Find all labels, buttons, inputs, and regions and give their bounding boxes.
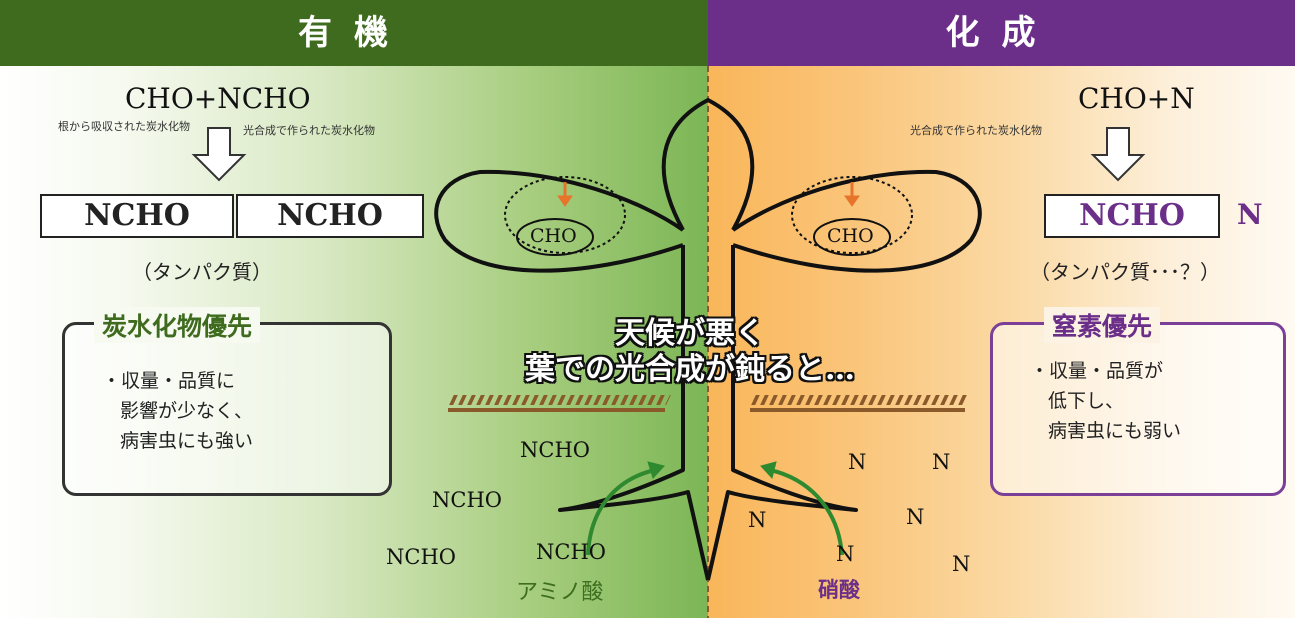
- soil-n-label: N: [906, 505, 925, 529]
- right-panel: [990, 322, 1286, 496]
- left-note-photosynthesis: 光合成で作られた炭水化物: [243, 124, 375, 137]
- amino-acid-label: アミノ酸: [516, 580, 604, 605]
- soil-left: [448, 395, 671, 412]
- right-panel-line-3: 病害虫にも弱い: [1048, 420, 1182, 442]
- soil-n-label: N: [836, 542, 855, 566]
- right-panel-line-1: ・収量・品質が: [1030, 360, 1164, 382]
- right-extra-n: N: [1237, 198, 1263, 231]
- down-arrow-right: [1090, 127, 1146, 182]
- left-ncho-box-2: NCHO: [236, 194, 424, 238]
- right-ncho-box: NCHO: [1044, 194, 1220, 238]
- soil-ncho-label: NCHO: [432, 488, 502, 512]
- soil-n-label: N: [932, 450, 951, 474]
- left-panel-line-1: ・収量・品質に: [102, 370, 236, 392]
- uptake-arrow-left: [586, 461, 665, 556]
- left-protein-label: （タンパク質）: [132, 260, 272, 284]
- left-panel-title: 炭水化物優先: [94, 307, 261, 343]
- left-panel-body: ・収量・品質に 影響が少なく、 病害虫にも強い: [102, 366, 253, 456]
- soil-ncho-label: NCHO: [520, 438, 590, 462]
- soil-n-label: N: [848, 450, 867, 474]
- center-caption-line-2: 葉での光合成が鈍ると…: [525, 352, 855, 387]
- uptake-arrow-right: [760, 461, 844, 556]
- orange-arrow-right: [844, 182, 860, 207]
- right-protein-label: （タンパク質･･･？）: [1030, 260, 1220, 284]
- right-panel-line-2: 低下し、: [1048, 390, 1125, 412]
- chemical-header: 化成: [708, 0, 1295, 66]
- left-panel-line-2: 影響が少なく、: [120, 400, 254, 422]
- left-formula: CHO+NCHO: [125, 82, 311, 115]
- soil-right: [750, 395, 971, 412]
- leaf-left-cho-label: CHO: [530, 225, 577, 247]
- right-panel-title: 窒素優先: [1044, 307, 1161, 343]
- soil-ncho-label: NCHO: [386, 545, 456, 569]
- chemical-background: [708, 0, 1295, 618]
- right-formula: CHO+N: [1078, 82, 1195, 115]
- down-arrow-left: [191, 127, 247, 182]
- orange-arrow-left: [557, 182, 573, 207]
- soil-n-label: N: [748, 508, 767, 532]
- center-caption-line-1: 天候が悪く: [615, 316, 765, 351]
- soil-n-label: N: [952, 552, 971, 576]
- organic-header: 有機: [0, 0, 708, 66]
- right-note-photosynthesis: 光合成で作られた炭水化物: [910, 124, 1042, 137]
- left-note-roots: 根から吸収された炭水化物: [58, 120, 190, 133]
- nitrate-label: 硝酸: [818, 577, 860, 602]
- right-panel-body: ・収量・品質が 低下し、 病害虫にも弱い: [1030, 356, 1181, 446]
- plant-outline: [434, 98, 982, 581]
- soil-ncho-label: NCHO: [536, 540, 606, 564]
- leaf-right-cho-label: CHO: [827, 225, 874, 247]
- leaf-right-ellipse: [791, 176, 913, 254]
- left-ncho-box-1: NCHO: [40, 194, 234, 238]
- leaf-left-ellipse: [504, 176, 626, 254]
- left-panel-line-3: 病害虫にも強い: [120, 430, 254, 452]
